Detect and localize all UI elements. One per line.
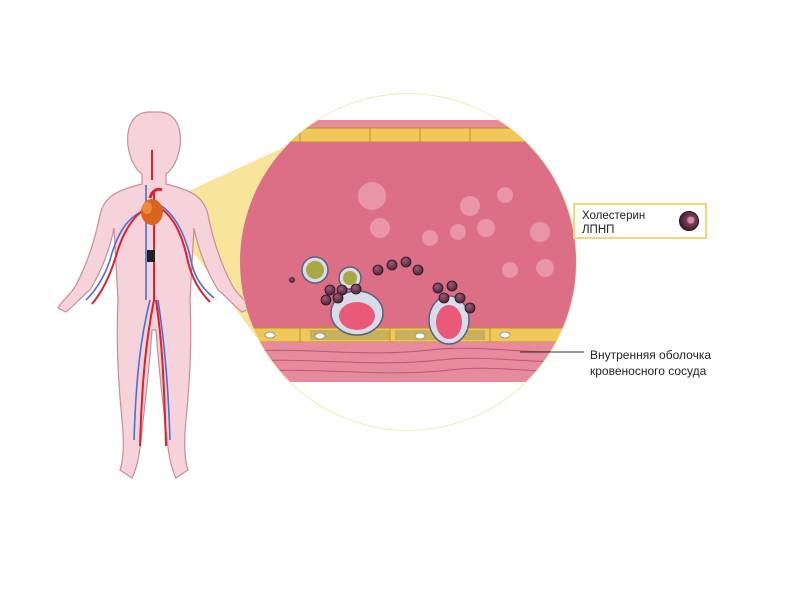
ldl-particles — [289, 256, 476, 314]
vein-network — [85, 185, 215, 441]
heart-icon — [141, 187, 163, 225]
legend-label: Холестерин ЛПНП — [582, 210, 646, 236]
zoomed-blood-vessel — [239, 93, 577, 431]
ldl-cholesterol-particle-icon — [679, 211, 699, 231]
vessel-lumen — [240, 142, 576, 328]
legend-box: Холестерин ЛПНП — [573, 203, 707, 239]
human-body-figure — [57, 111, 251, 479]
artery-network — [91, 150, 211, 447]
inner-lining-label: Внутренняя оболочка кровеносного сосуда — [590, 348, 712, 378]
